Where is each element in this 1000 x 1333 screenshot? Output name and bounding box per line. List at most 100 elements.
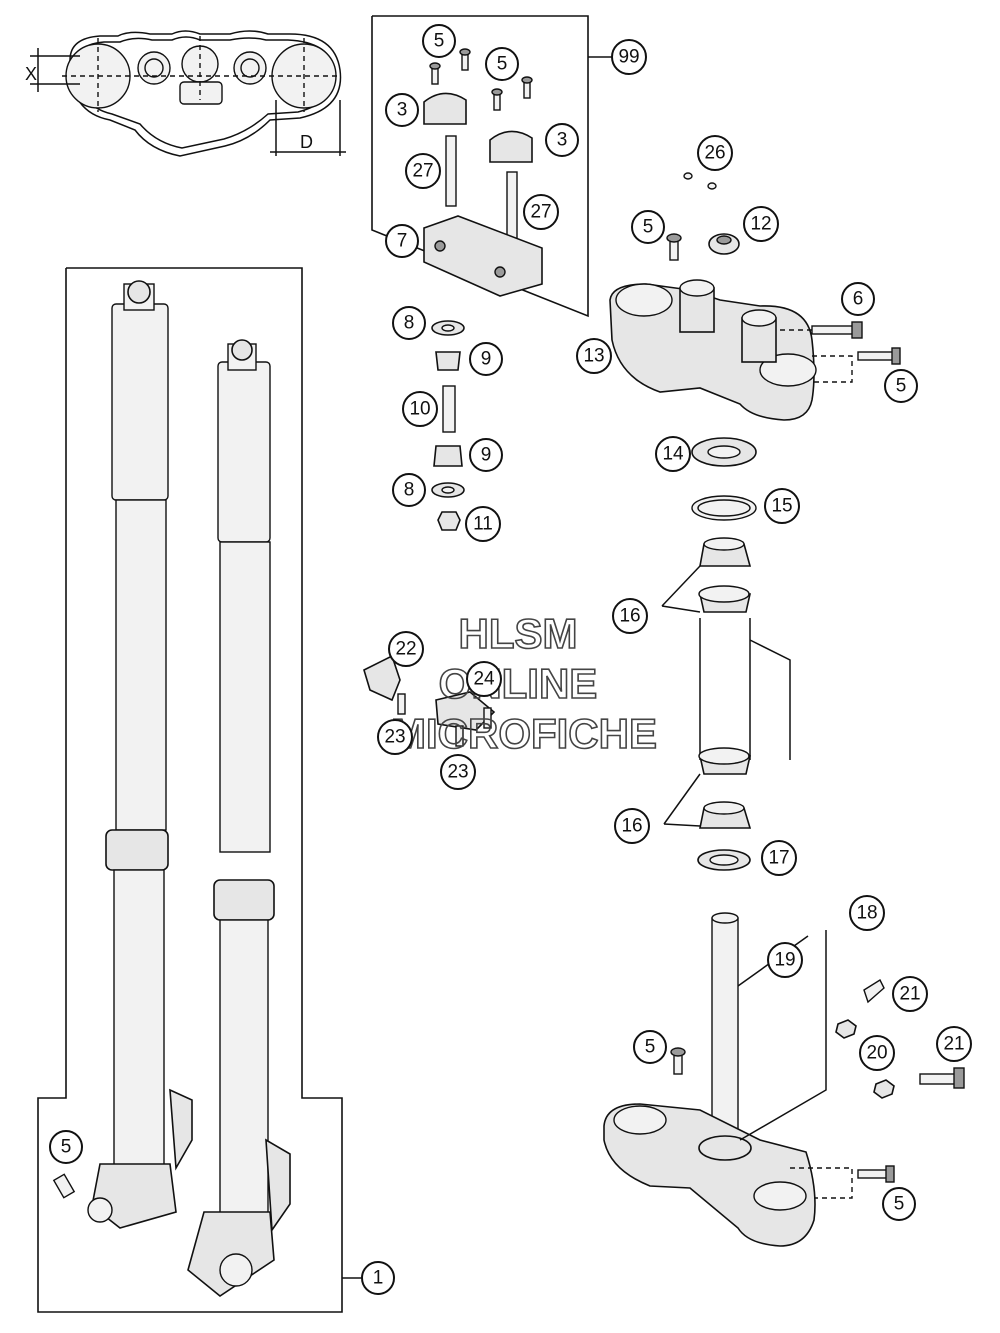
callout-label: 14 (662, 444, 684, 465)
callout-20: 20 (859, 1035, 895, 1071)
callout-label: 5 (896, 376, 907, 397)
callout-21b: 21 (936, 1026, 972, 1062)
callout-label: 99 (618, 47, 639, 68)
callout-label: 10 (409, 399, 430, 420)
handlebar-clamp-upper-right (489, 130, 533, 163)
handlebar-clamp-kit (371, 15, 612, 318)
screw-small-1 (429, 62, 441, 85)
callout-7: 7 (385, 224, 419, 258)
cable-guides (363, 654, 496, 747)
callout-label: 1 (373, 1268, 384, 1289)
watermark-line-1: HLSM (459, 610, 578, 657)
callout-16b: 16 (614, 808, 650, 844)
triple-clamp-dimension-view: X D (25, 30, 346, 157)
callout-23a: 23 (377, 719, 413, 755)
callout-22: 22 (388, 631, 424, 667)
lower-pinch-bolt (857, 1169, 891, 1179)
callout-label: 22 (395, 639, 416, 660)
callout-5b: 5 (485, 47, 519, 81)
screw-small-4 (521, 76, 533, 99)
callout-label: 20 (866, 1043, 887, 1064)
callout-21a: 21 (892, 976, 928, 1012)
callout-8b: 8 (392, 473, 426, 507)
callout-5a: 5 (422, 24, 456, 58)
callout-label: 26 (704, 143, 725, 164)
callout-14: 14 (655, 436, 691, 472)
rubber-bushing-top (435, 351, 461, 371)
watermark: HLSM ONLINE MICROFICHE (390, 609, 658, 758)
callout-label: 7 (397, 231, 408, 252)
callout-label: 5 (645, 1037, 656, 1058)
steering-bearings (661, 437, 791, 871)
callout-9b: 9 (469, 438, 503, 472)
callout-label: 5 (434, 31, 445, 52)
nut-20-lower (873, 1079, 895, 1099)
screw-small-2 (459, 48, 471, 71)
callout-13: 13 (576, 338, 612, 374)
callout-11: 11 (465, 506, 501, 542)
callout-6: 6 (841, 282, 875, 316)
screw-23-upper (397, 693, 406, 715)
fork-leg-left (87, 280, 193, 1229)
callout-label: 5 (61, 1137, 72, 1158)
callout-label: 12 (750, 214, 771, 235)
callout-label: 27 (530, 202, 551, 223)
callout-3b: 3 (545, 123, 579, 157)
callout-8a: 8 (392, 306, 426, 340)
callout-19: 19 (767, 942, 803, 978)
callout-9a: 9 (469, 342, 503, 376)
dimension-x-label: X (25, 64, 37, 84)
callout-12: 12 (743, 206, 779, 242)
callout-17: 17 (761, 840, 797, 876)
callout-26: 26 (697, 135, 733, 171)
screw-23-lower (455, 725, 464, 747)
screw-tiny-1 (683, 172, 693, 180)
handlebar-clamp-upper-left (423, 92, 467, 125)
callout-label: 15 (771, 496, 792, 517)
fork-assembly (37, 267, 362, 1313)
callout-5g: 5 (49, 1130, 83, 1164)
callout-label: 11 (473, 514, 493, 535)
callout-label: 5 (894, 1194, 905, 1215)
callout-3a: 3 (385, 93, 419, 127)
callout-label: 23 (384, 727, 405, 748)
callout-18: 18 (849, 895, 885, 931)
callout-label: 27 (412, 161, 433, 182)
upper-triple-clamp (609, 172, 901, 421)
callout-1: 1 (361, 1261, 395, 1295)
cable-guide-22 (363, 654, 401, 702)
callout-27b: 27 (523, 194, 559, 230)
spacer-sleeve (442, 385, 456, 433)
callout-24: 24 (466, 661, 502, 697)
nut-20-upper (835, 1019, 857, 1039)
callout-label: 21 (943, 1034, 964, 1055)
callout-23b: 23 (440, 754, 476, 790)
callout-label: 3 (397, 100, 408, 121)
screw-small-3 (491, 88, 503, 111)
callout-label: 17 (768, 848, 789, 869)
pinch-bolt-upper-2 (857, 351, 895, 361)
callout-label: 24 (473, 669, 495, 690)
callout-label: 3 (557, 130, 568, 151)
callout-label: 23 (447, 762, 468, 783)
callout-27a: 27 (405, 153, 441, 189)
pinch-bolt-upper (811, 325, 857, 335)
callout-label: 6 (853, 289, 864, 310)
callout-label: 16 (619, 606, 640, 627)
callout-5f: 5 (882, 1187, 916, 1221)
callout-label: 9 (481, 349, 492, 370)
callout-label: 8 (404, 480, 415, 501)
callout-10: 10 (402, 391, 438, 427)
watermark-line-3: MICROFICHE (391, 710, 657, 757)
callout-15: 15 (764, 488, 800, 524)
long-bolt-left (445, 135, 457, 207)
steering-stem (711, 917, 739, 1141)
callout-5e: 5 (633, 1030, 667, 1064)
callout-label: 16 (621, 816, 642, 837)
dimension-d-label: D (300, 132, 313, 152)
lock-nut (437, 511, 461, 531)
callout-label: 8 (404, 313, 415, 334)
watermark-line-2: ONLINE (439, 660, 598, 707)
callout-label: 18 (856, 903, 877, 924)
lower-triple-clamp (603, 912, 965, 1247)
